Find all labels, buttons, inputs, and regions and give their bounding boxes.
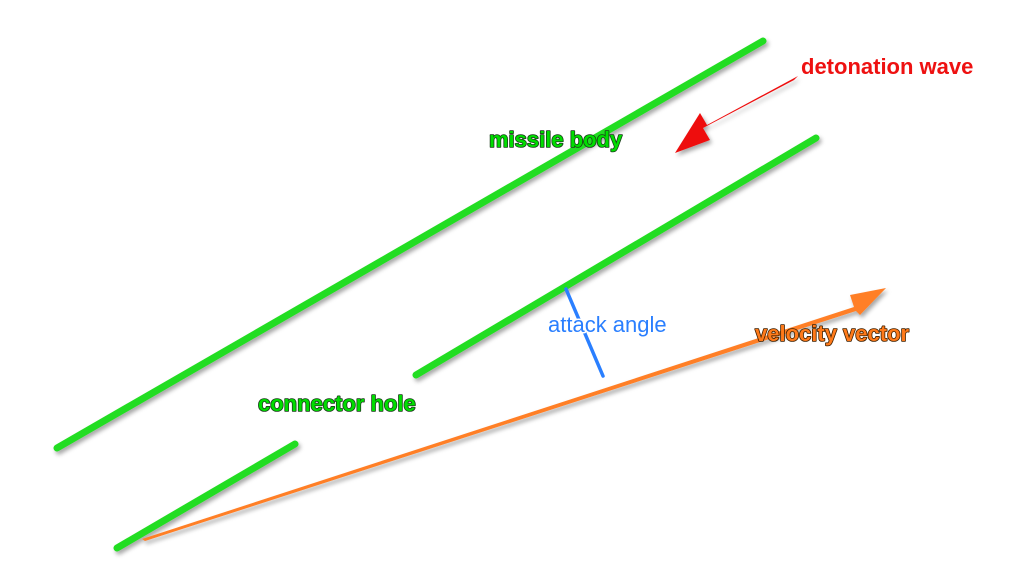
connector-hole-label: connector hole [258,391,416,416]
lower-wall-right-segment [412,134,820,379]
velocity-vector-arrow [142,288,886,541]
upper-wall-line [53,37,767,452]
velocity-vector-label: velocity vector [755,321,910,346]
attack-angle-label: attack angle [548,312,667,337]
lower-wall-left-segment [113,440,299,552]
detonation-wave-arrow [675,76,798,153]
detonation-wave-label: detonation wave [801,54,973,79]
missile-body-label: missile body [489,127,623,152]
attack-angle-line [564,287,605,378]
